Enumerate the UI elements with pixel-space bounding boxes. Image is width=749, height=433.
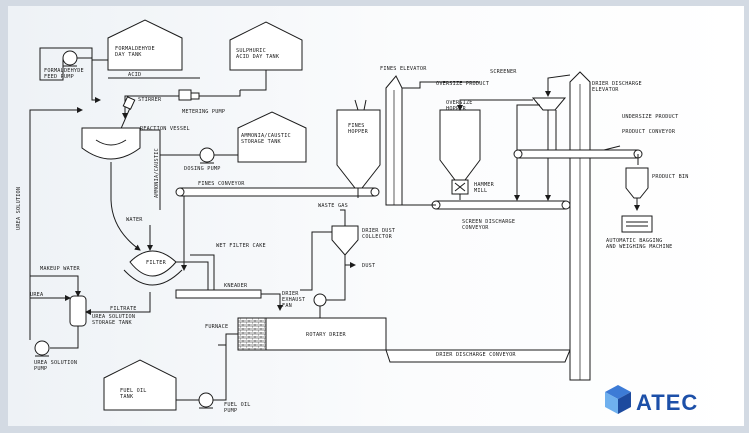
product-conveyor	[513, 149, 643, 159]
furnace	[237, 317, 267, 351]
product-bin	[625, 167, 649, 199]
automatic-bagging-machine	[621, 215, 653, 233]
label-drier-conveyor: DRIER DISCHARGE CONVEYOR	[436, 352, 516, 358]
label-fines-conveyor: FINES CONVEYOR	[198, 181, 245, 187]
filter	[123, 250, 183, 286]
fines-elevator	[385, 75, 403, 206]
fuel-oil-tank	[103, 359, 177, 411]
sulphuric-acid-day-tank	[229, 21, 303, 71]
hammer-mill	[451, 179, 469, 195]
label-acid: ACID	[128, 72, 141, 78]
label-fines-elevator: FINES ELEVATOR	[380, 66, 427, 72]
label-product-bin: PRODUCT BIN	[652, 174, 689, 180]
label-filter: FILTER	[146, 260, 167, 266]
label-rotary-drier: ROTARY DRIER	[306, 332, 347, 338]
label-furnace: FURNACE	[205, 324, 228, 330]
drier-discharge-elevator	[569, 71, 591, 381]
fines-conveyor	[175, 187, 380, 197]
urea-solution-pump	[34, 340, 50, 357]
label-waste-gas: WASTE GAS	[318, 203, 348, 209]
ammonia-caustic-storage-tank	[237, 111, 307, 163]
rotary-drier	[265, 317, 387, 351]
kneader	[175, 289, 262, 299]
label-urea: UREA	[30, 292, 44, 298]
label-stirrer: STIRRER	[138, 97, 162, 103]
label-dosing-pump: DOSING PUMP	[184, 166, 221, 172]
drier-exhaust-fan	[313, 293, 327, 307]
reaction-vessel	[81, 127, 141, 160]
label-ammonia-line: AMMONIA/CAUSTIC	[154, 148, 160, 198]
cube-icon	[605, 385, 631, 414]
drawing-sheet	[8, 6, 744, 426]
label-makeup-water: MAKEUP WATER	[40, 266, 81, 272]
label-wet-filter-cake: WET FILTER CAKE	[216, 243, 266, 249]
label-screener: SCREENER	[490, 69, 517, 75]
label-filtrate: FILTRATE	[110, 306, 137, 312]
label-product-conveyor: PRODUCT CONVEYOR	[622, 129, 676, 135]
drier-dust-collector	[331, 225, 359, 256]
screen-discharge-conveyor	[431, 200, 571, 210]
drier-discharge-conveyor	[385, 349, 571, 363]
label-metering-pump: METERING PUMP	[182, 109, 225, 115]
label-water: WATER	[126, 217, 143, 223]
atec-logo: ATEC	[605, 385, 698, 415]
fines-hopper	[336, 99, 381, 189]
label-kneader: KNEADER	[224, 283, 248, 289]
label-reaction-vessel: REACTION VESSEL	[140, 126, 190, 132]
label-oversize-product: OVERSIZE PRODUCT	[436, 81, 489, 87]
formaldehyde-day-tank	[107, 19, 183, 71]
logo-text: ATEC	[636, 390, 698, 415]
screener	[531, 97, 567, 111]
label-urea-solution: UREA SOLUTION	[16, 187, 22, 230]
label-undersize-product: UNDERSIZE PRODUCT	[622, 114, 679, 120]
urea-solution-storage-tank	[69, 295, 87, 327]
label-dust: DUST	[362, 263, 375, 269]
